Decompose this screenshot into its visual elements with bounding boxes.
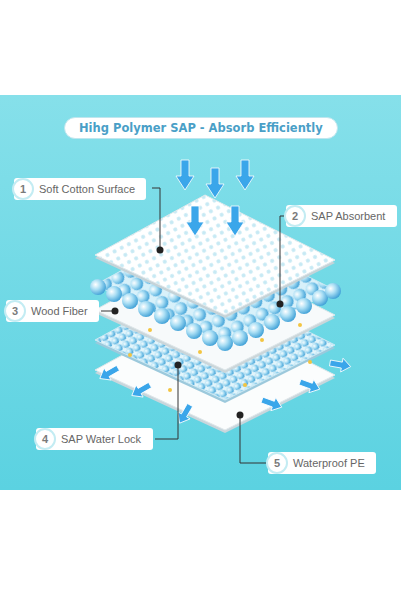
callout-box: 4SAP Water Lock [36,428,153,450]
title: Hihg Polymer SAP - Absorb Efficiently [64,117,338,139]
callout-box: 5Waterproof PE [268,452,376,474]
particles [128,323,312,392]
callout-box: 1Soft Cotton Surface [14,178,146,200]
flow-arrows [96,160,352,427]
callout-label: Waterproof PE [288,453,372,473]
callout-label: SAP Absorbent [306,206,392,226]
leader-lines [101,188,284,463]
callout-number: 1 [12,178,34,200]
callout-label: Soft Cotton Surface [34,179,142,199]
cotton-layer [95,195,335,318]
callout-number: 3 [4,300,26,322]
callout-box: 3Wood Fiber [6,300,99,322]
callout-label: Wood Fiber [26,301,95,321]
cyan-ground [0,95,401,490]
callout-number: 5 [266,452,288,474]
callout-number: 4 [34,428,56,450]
leader-dots [112,247,284,419]
callout-box: 2SAP Absorbent [286,205,397,227]
callout-number: 2 [284,205,306,227]
callout-label: SAP Water Lock [56,429,148,449]
